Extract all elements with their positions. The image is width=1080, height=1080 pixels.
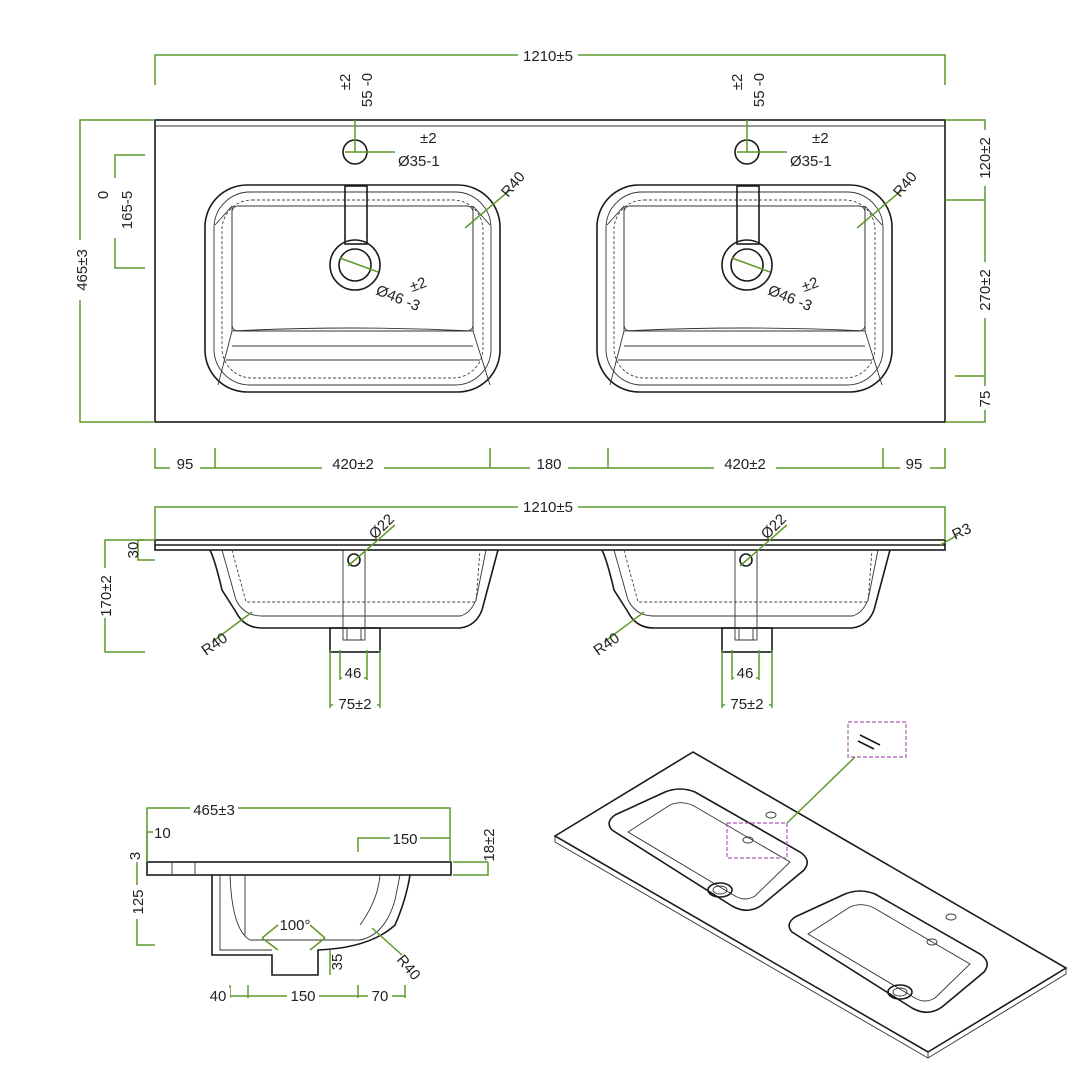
bottom-dim-4: 420±2 (724, 456, 766, 473)
total-height: 170±2 (98, 575, 115, 617)
bottom-dim-2: 420±2 (332, 456, 374, 473)
tap-offset: 55 -0 (751, 73, 768, 107)
basin-offset-tol: 0 (95, 191, 112, 199)
front-view: 1210±5 Ø22 Ø22 R3 30 170±2 R40 R40 46 75… (98, 498, 974, 713)
tap-dia-tol: ±2 (420, 130, 437, 147)
side-depth-label: 465±3 (193, 802, 235, 819)
slab-height: 18±2 (481, 828, 498, 861)
tap-dia-tol: ±2 (812, 130, 829, 147)
right-basin-front (601, 549, 891, 653)
tap-offset-tol: ±2 (337, 74, 354, 91)
tap-offset: 55 -0 (359, 73, 376, 107)
right-dim-2: 270±2 (977, 269, 994, 311)
right-dim-1: 120±2 (977, 137, 994, 179)
lip-height: 3 (127, 852, 144, 860)
iso-basin-right (788, 890, 988, 1014)
iso-basin-left (608, 788, 808, 912)
overall-depth-label: 465±3 (74, 249, 91, 291)
right-basin-top (596, 139, 893, 393)
right-dim-3: 75 (977, 391, 994, 408)
bottom-dim-3: 180 (536, 456, 561, 473)
side-bottom-dim-3: 70 (372, 988, 389, 1005)
drain-outer-right: 75±2 (730, 696, 763, 713)
front-width-label: 1210±5 (523, 499, 573, 516)
front-lip: 10 (154, 825, 171, 842)
tap-offset-tol: ±2 (729, 74, 746, 91)
tap-dia: Ø35-1 (790, 153, 832, 170)
bowl-radius-left: R40 (199, 630, 231, 660)
drain-dia-tol: ±2 (800, 274, 821, 296)
bottom-dim-5: 95 (906, 456, 923, 473)
left-basin-top (204, 139, 501, 393)
angle: 100° (279, 917, 310, 934)
bottom-dim-1: 95 (177, 456, 194, 473)
drain-inner-right: 46 (737, 665, 754, 682)
bowl-depth: 125 (130, 889, 147, 914)
detail-callout-area (726, 822, 788, 859)
top-view: 1210±5 ±2 55 -0 ±2 Ø35-1 R40 ±2 Ø46 -3 ±… (74, 46, 994, 473)
tap-dia: Ø35-1 (398, 153, 440, 170)
isometric-view (553, 721, 1068, 1059)
side-bowl-radius: R40 (393, 952, 424, 984)
drain-height: 35 (329, 954, 346, 971)
drain-outer-left: 75±2 (338, 696, 371, 713)
side-view: 465±3 150 10 3 125 18±2 100° 35 R40 40 1… (127, 800, 498, 1005)
left-basin-front (209, 549, 499, 653)
detail-callout-zoom (847, 721, 907, 758)
drain-inner-left: 46 (345, 665, 362, 682)
overall-width-label: 1210±5 (523, 48, 573, 65)
basin-offset: 165-5 (119, 191, 136, 229)
side-bottom-dim-1: 40 (210, 988, 227, 1005)
slab-thickness: 30 (125, 542, 142, 559)
drain-dia-tol: ±2 (408, 274, 429, 296)
overflow-dia-right: Ø22 (758, 511, 790, 543)
bowl-radius-right: R40 (591, 630, 623, 660)
side-back-dim: 150 (392, 831, 417, 848)
edge-radius: R3 (950, 520, 975, 544)
overflow-dia: Ø22 (366, 511, 398, 543)
side-bottom-dim-2: 150 (290, 988, 315, 1005)
